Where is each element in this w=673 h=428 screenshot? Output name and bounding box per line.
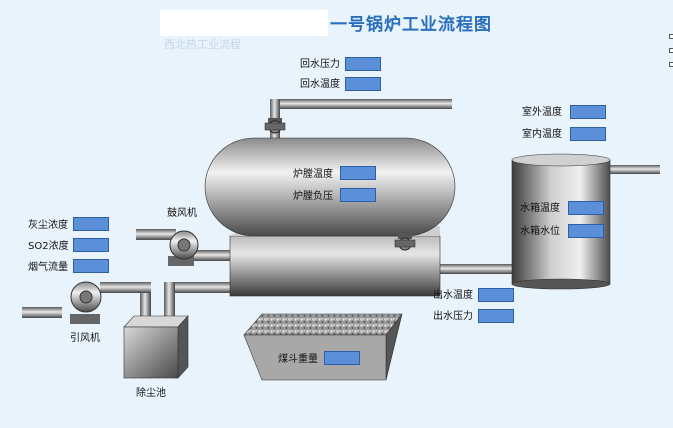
outlet-valve [394,233,416,251]
outlet-temp-value[interactable] [478,288,514,302]
title-mask [160,10,328,36]
blower-inlet-pipe [136,229,176,240]
return-pipe [270,99,452,109]
blower-label: 鼓风机 [167,208,197,219]
outdoor-temp-value[interactable] [570,105,606,119]
so2-value[interactable] [73,238,109,252]
boiler-drum [204,137,456,237]
indoor-temp-label: 室内温度 [522,129,562,140]
outdoor-temp-label: 室外温度 [522,107,562,118]
dust-pool [123,315,189,379]
flue-flow-value[interactable] [73,259,109,273]
outlet-pressure-label: 出水压力 [433,311,473,322]
return-temp-value[interactable] [345,77,381,91]
resize-handle-bottom[interactable] [669,62,673,67]
return-temp-label: 回水温度 [300,79,340,90]
blower-fan [168,230,199,266]
resize-handle-mid[interactable] [669,48,673,53]
coal-weight-value[interactable] [324,351,360,365]
tank-temp-value[interactable] [568,201,604,215]
outlet-temp-label: 出水温度 [433,290,473,301]
indoor-temp-value[interactable] [570,127,606,141]
resize-handle-top[interactable] [669,34,673,39]
coal-weight-label: 煤斗重量 [278,354,318,365]
return-pressure-value[interactable] [345,57,381,71]
dust-label: 灰尘浓度 [28,220,68,231]
furnace-pressure-label: 炉膛负压 [293,191,333,202]
page-title: 一号锅炉工业流程图 [330,15,492,35]
dust-value[interactable] [73,217,109,231]
return-pressure-label: 回水压力 [300,59,340,70]
return-valve [264,118,286,134]
outlet-pressure-value[interactable] [478,309,514,323]
induced-fan [70,281,102,324]
tank-level-value[interactable] [568,224,604,238]
tank-temp-label: 水箱温度 [520,203,560,214]
furnace-temp-label: 炉膛温度 [293,169,333,180]
dust-pool-label: 除尘池 [136,388,166,399]
flue-flow-label: 烟气流量 [28,262,68,273]
furnace-pressure-value[interactable] [340,188,376,202]
water-tank [511,153,611,290]
faint-subtitle: 西北热工业流程 [164,38,241,51]
so2-label: SO2浓度 [28,241,69,252]
induced-fan-label: 引风机 [70,333,100,344]
flue-pipe [164,282,232,293]
tank-level-label: 水箱水位 [520,226,560,237]
coal-hopper [243,313,403,381]
furnace-temp-value[interactable] [340,166,376,180]
